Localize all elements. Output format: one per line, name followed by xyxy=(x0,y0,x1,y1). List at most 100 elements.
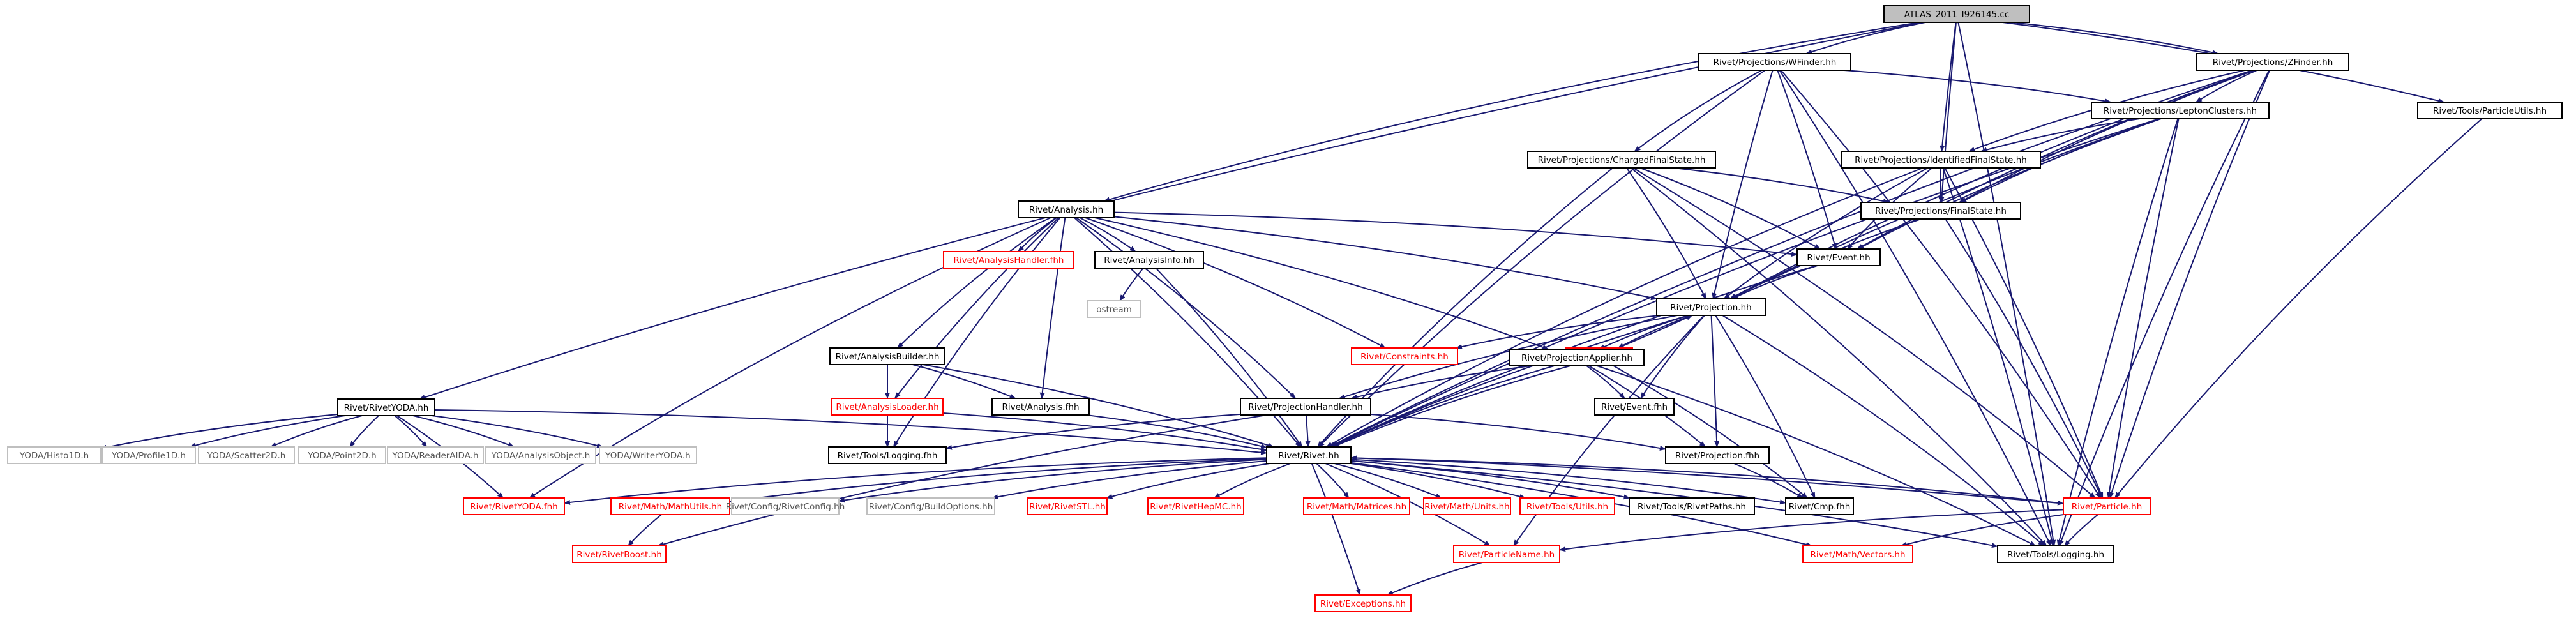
node-box[interactable] xyxy=(1423,497,1511,515)
graph-node[interactable]: YODA/Point2D.h xyxy=(298,446,386,464)
node-box[interactable] xyxy=(1594,398,1675,416)
graph-node[interactable]: Rivet/Math/Matrices.hh xyxy=(1303,497,1410,515)
graph-node[interactable]: Rivet/Constraints.hh xyxy=(1351,347,1458,365)
graph-node[interactable]: Rivet/RivetBoost.hh xyxy=(572,545,667,563)
graph-node[interactable]: Rivet/RivetHepMC.hh xyxy=(1147,497,1244,515)
node-box[interactable] xyxy=(1665,446,1770,464)
node-box[interactable] xyxy=(1698,53,1851,71)
node-box[interactable] xyxy=(1997,545,2114,563)
graph-node[interactable]: Rivet/Config/RivetConfig.hh xyxy=(726,497,845,515)
node-box[interactable] xyxy=(387,446,484,464)
node-box[interactable] xyxy=(572,545,667,563)
graph-node[interactable]: Rivet/Cmp.fhh xyxy=(1785,497,1854,515)
node-box[interactable] xyxy=(1147,497,1244,515)
node-box[interactable] xyxy=(2417,102,2563,119)
node-box[interactable] xyxy=(731,497,840,515)
node-box[interactable] xyxy=(2091,102,2270,119)
graph-node[interactable]: YODA/ReaderAIDA.h xyxy=(387,446,484,464)
node-box[interactable] xyxy=(828,446,947,464)
graph-node[interactable]: Rivet/AnalysisHandler.fhh xyxy=(943,251,1074,269)
graph-node[interactable]: Rivet/Analysis.hh xyxy=(1018,200,1115,218)
node-box[interactable] xyxy=(1785,497,1854,515)
node-box[interactable] xyxy=(1314,594,1412,612)
node-box[interactable] xyxy=(463,497,565,515)
graph-node[interactable]: Rivet/Tools/Logging.fhh xyxy=(828,446,947,464)
node-box[interactable] xyxy=(1303,497,1410,515)
graph-node[interactable]: Rivet/AnalysisLoader.hh xyxy=(831,398,944,416)
node-box[interactable] xyxy=(829,347,945,365)
node-box[interactable] xyxy=(1027,497,1108,515)
graph-node[interactable]: Rivet/Projections/WFinder.hh xyxy=(1698,53,1851,71)
graph-node[interactable]: Rivet/Projection.hh xyxy=(1656,298,1766,316)
graph-node[interactable]: Rivet/RivetSTL.hh xyxy=(1027,497,1108,515)
graph-node[interactable]: Rivet/Math/MathUtils.hh xyxy=(610,497,730,515)
node-box[interactable] xyxy=(2063,497,2151,515)
node-box[interactable] xyxy=(1087,300,1141,318)
graph-node[interactable]: Rivet/Event.fhh xyxy=(1594,398,1675,416)
node-box[interactable] xyxy=(1094,251,1204,269)
node-box[interactable] xyxy=(1841,151,2041,169)
node-box[interactable] xyxy=(610,497,730,515)
node-box[interactable] xyxy=(7,446,102,464)
node-box[interactable] xyxy=(1629,497,1755,515)
graph-node[interactable]: Rivet/Projection.fhh xyxy=(1665,446,1770,464)
graph-node[interactable]: ATLAS_2011_I926145.cc xyxy=(1883,5,2030,23)
node-box[interactable] xyxy=(1240,398,1371,416)
node-box[interactable] xyxy=(1266,446,1352,464)
graph-node[interactable]: Rivet/Math/Units.hh xyxy=(1423,497,1511,515)
graph-node[interactable]: YODA/AnalysisObject.h xyxy=(485,446,596,464)
node-box[interactable] xyxy=(337,398,435,416)
graph-node[interactable]: YODA/Scatter2D.h xyxy=(198,446,295,464)
graph-node[interactable]: Rivet/RivetYODA.hh xyxy=(337,398,435,416)
graph-node[interactable]: YODA/Histo1D.h xyxy=(7,446,102,464)
node-box[interactable] xyxy=(599,446,697,464)
graph-node[interactable]: Rivet/AnalysisInfo.hh xyxy=(1094,251,1204,269)
node-label: Rivet/ParticleName.hh xyxy=(1459,550,1555,560)
graph-node[interactable]: Rivet/Projections/ChargedFinalState.hh xyxy=(1527,151,1716,169)
graph-node[interactable]: Rivet/Tools/ParticleUtils.hh xyxy=(2417,102,2563,119)
node-box[interactable] xyxy=(866,497,995,515)
node-box[interactable] xyxy=(1796,248,1881,266)
graph-node[interactable]: Rivet/Projections/FinalState.hh xyxy=(1860,202,2021,220)
node-box[interactable] xyxy=(1883,5,2030,23)
graph-node[interactable]: YODA/Profile1D.h xyxy=(102,446,196,464)
node-box[interactable] xyxy=(1802,545,1913,563)
node-box[interactable] xyxy=(831,398,944,416)
node-box[interactable] xyxy=(102,446,196,464)
node-box[interactable] xyxy=(943,251,1074,269)
node-box[interactable] xyxy=(1018,200,1115,218)
graph-node[interactable]: Rivet/RivetYODA.fhh xyxy=(463,497,565,515)
graph-node[interactable]: Rivet/Projections/ZFinder.hh xyxy=(2196,53,2349,71)
graph-node[interactable]: Rivet/Tools/Utils.hh xyxy=(1519,497,1615,515)
graph-node[interactable]: Rivet/Analysis.fhh xyxy=(991,398,1090,416)
dependency-edge xyxy=(657,414,1267,547)
graph-node[interactable]: Rivet/Projections/IdentifiedFinalState.h… xyxy=(1841,151,2041,169)
node-box[interactable] xyxy=(198,446,295,464)
node-box[interactable] xyxy=(298,446,386,464)
node-box[interactable] xyxy=(1351,347,1458,365)
graph-node[interactable]: Rivet/Particle.hh xyxy=(2063,497,2151,515)
node-box[interactable] xyxy=(2196,53,2349,71)
graph-node[interactable]: Rivet/Event.hh xyxy=(1796,248,1881,266)
node-box[interactable] xyxy=(1509,349,1645,366)
node-box[interactable] xyxy=(1656,298,1766,316)
graph-node[interactable]: Rivet/Exceptions.hh xyxy=(1314,594,1412,612)
graph-node[interactable]: YODA/WriterYODA.h xyxy=(599,446,697,464)
node-box[interactable] xyxy=(1453,545,1560,563)
graph-node[interactable]: Rivet/ProjectionApplier.hh xyxy=(1509,349,1645,366)
node-box[interactable] xyxy=(485,446,596,464)
graph-node[interactable]: ostream xyxy=(1087,300,1141,318)
graph-node[interactable]: Rivet/Tools/Logging.hh xyxy=(1997,545,2114,563)
graph-node[interactable]: Rivet/ParticleName.hh xyxy=(1453,545,1560,563)
graph-node[interactable]: Rivet/ProjectionHandler.hh xyxy=(1240,398,1371,416)
node-box[interactable] xyxy=(1527,151,1716,169)
graph-node[interactable]: Rivet/Projections/LeptonClusters.hh xyxy=(2091,102,2270,119)
node-box[interactable] xyxy=(1519,497,1615,515)
node-box[interactable] xyxy=(1860,202,2021,220)
graph-node[interactable]: Rivet/AnalysisBuilder.hh xyxy=(829,347,945,365)
graph-node[interactable]: Rivet/Config/BuildOptions.hh xyxy=(866,497,995,515)
node-box[interactable] xyxy=(991,398,1090,416)
graph-node[interactable]: Rivet/Rivet.hh xyxy=(1266,446,1352,464)
graph-node[interactable]: Rivet/Math/Vectors.hh xyxy=(1802,545,1913,563)
graph-node[interactable]: Rivet/Tools/RivetPaths.hh xyxy=(1629,497,1755,515)
